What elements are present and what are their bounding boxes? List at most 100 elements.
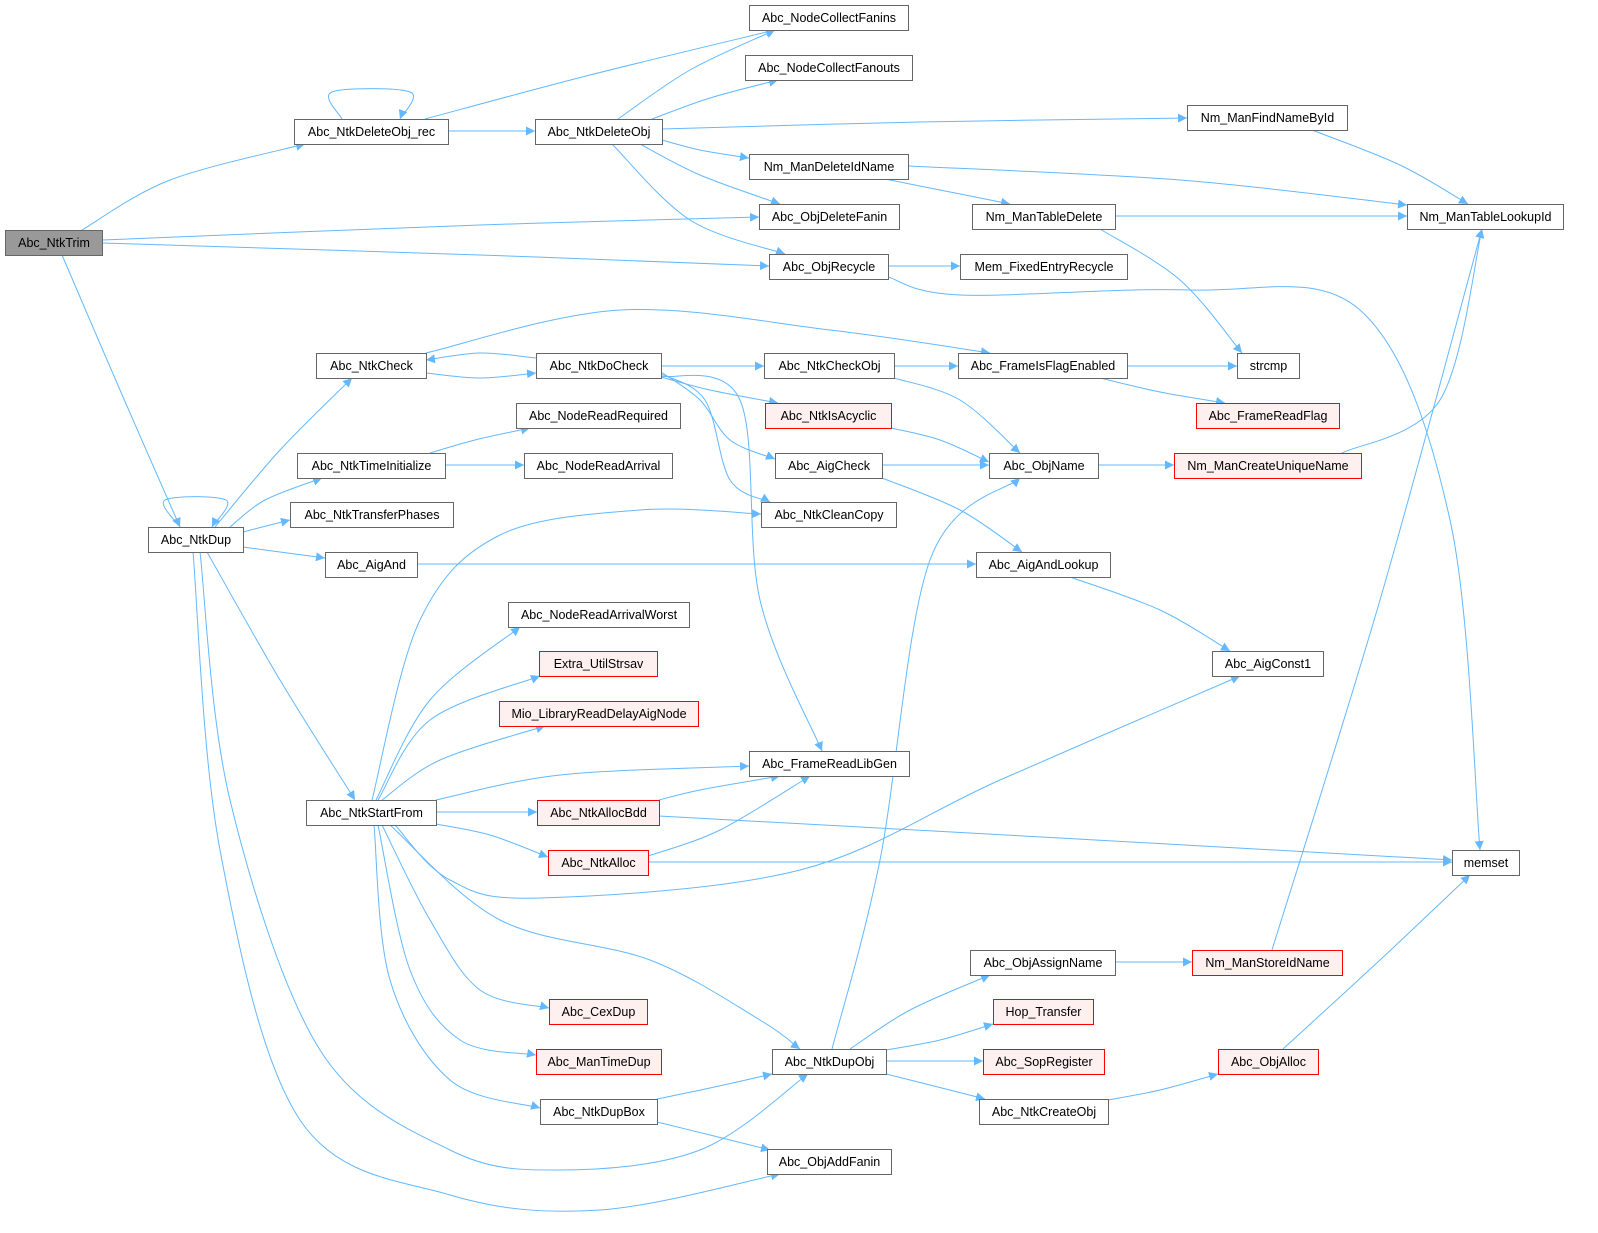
node-arrworst[interactable]: Abc_NodeReadArrivalWorst: [508, 602, 690, 628]
node-box-cfanouts[interactable]: [745, 55, 913, 81]
node-cfanins[interactable]: Abc_NodeCollectFanins: [749, 5, 909, 31]
node-box-cfanins[interactable]: [749, 5, 909, 31]
node-trim[interactable]: Abc_NtkTrim: [5, 230, 103, 256]
node-box-readflag[interactable]: [1196, 403, 1340, 429]
node-addfanin[interactable]: Abc_ObjAddFanin: [767, 1149, 892, 1175]
node-box-dupobj[interactable]: [772, 1049, 887, 1075]
node-box-objdelfanin[interactable]: [759, 204, 900, 230]
node-delrec[interactable]: Abc_NtkDeleteObj_rec: [294, 119, 449, 145]
node-nmuniq[interactable]: Nm_ManCreateUniqueName: [1174, 453, 1362, 479]
node-timeinit[interactable]: Abc_NtkTimeInitialize: [297, 453, 446, 479]
node-box-docheck[interactable]: [536, 353, 662, 379]
node-cfanouts[interactable]: Abc_NodeCollectFanouts: [745, 55, 913, 81]
node-strsav[interactable]: Extra_UtilStrsav: [539, 651, 658, 677]
node-transph[interactable]: Abc_NtkTransferPhases: [290, 502, 454, 528]
node-box-timeinit[interactable]: [297, 453, 446, 479]
node-box-hop[interactable]: [993, 999, 1094, 1025]
node-libgen[interactable]: Abc_FrameReadLibGen: [749, 751, 910, 777]
node-box-checkobj[interactable]: [764, 353, 895, 379]
node-box-delobj[interactable]: [535, 119, 663, 145]
node-box-objalloc[interactable]: [1218, 1049, 1319, 1075]
node-box-flagen[interactable]: [958, 353, 1128, 379]
node-box-nmuniq[interactable]: [1174, 453, 1362, 479]
node-dupobj[interactable]: Abc_NtkDupObj: [772, 1049, 887, 1075]
node-strcmp[interactable]: strcmp: [1237, 353, 1300, 379]
node-readreq[interactable]: Abc_NodeReadRequired: [516, 403, 681, 429]
node-memfixed[interactable]: Mem_FixedEntryRecycle: [960, 254, 1128, 280]
node-box-createobj[interactable]: [979, 1099, 1109, 1125]
node-box-objname[interactable]: [989, 453, 1099, 479]
node-box-memfixed[interactable]: [960, 254, 1128, 280]
node-box-delrec[interactable]: [294, 119, 449, 145]
node-box-startfrom[interactable]: [306, 800, 437, 826]
node-objname[interactable]: Abc_ObjName: [989, 453, 1099, 479]
node-box-nmtbldel[interactable]: [972, 204, 1116, 230]
node-box-libgen[interactable]: [749, 751, 910, 777]
node-cexdup[interactable]: Abc_CexDup: [549, 999, 648, 1025]
node-allocbdd[interactable]: Abc_NtkAllocBdd: [537, 800, 660, 826]
node-mantime[interactable]: Abc_ManTimeDup: [536, 1049, 662, 1075]
node-startfrom[interactable]: Abc_NtkStartFrom: [306, 800, 437, 826]
node-mio[interactable]: Mio_LibraryReadDelayAigNode: [499, 701, 699, 727]
node-nmfind[interactable]: Nm_ManFindNameById: [1187, 105, 1348, 131]
node-aigconst[interactable]: Abc_AigConst1: [1212, 651, 1324, 677]
node-box-cleancopy[interactable]: [761, 502, 897, 528]
node-box-nmlookup[interactable]: [1407, 204, 1564, 230]
node-box-aigconst[interactable]: [1212, 651, 1324, 677]
node-storeid[interactable]: Nm_ManStoreIdName: [1192, 950, 1343, 976]
node-box-aiglookup[interactable]: [976, 552, 1111, 578]
node-ntkcheck[interactable]: Abc_NtkCheck: [316, 353, 427, 379]
node-box-readarr[interactable]: [524, 453, 673, 479]
node-isacyc[interactable]: Abc_NtkIsAcyclic: [765, 403, 892, 429]
node-docheck[interactable]: Abc_NtkDoCheck: [536, 353, 662, 379]
node-box-ntkdup[interactable]: [148, 527, 244, 553]
node-cleancopy[interactable]: Abc_NtkCleanCopy: [761, 502, 897, 528]
node-box-trim[interactable]: [5, 230, 103, 256]
node-box-transph[interactable]: [290, 502, 454, 528]
node-nmlookup[interactable]: Nm_ManTableLookupId: [1407, 204, 1564, 230]
node-createobj[interactable]: Abc_NtkCreateObj: [979, 1099, 1109, 1125]
node-box-nmfind[interactable]: [1187, 105, 1348, 131]
node-box-dupbox[interactable]: [540, 1099, 658, 1125]
node-box-sopreg[interactable]: [983, 1049, 1105, 1075]
node-sopreg[interactable]: Abc_SopRegister: [983, 1049, 1105, 1075]
node-box-assignname[interactable]: [970, 950, 1116, 976]
node-readflag[interactable]: Abc_FrameReadFlag: [1196, 403, 1340, 429]
node-objalloc[interactable]: Abc_ObjAlloc: [1218, 1049, 1319, 1075]
node-box-aigand[interactable]: [325, 552, 418, 578]
node-objdelfanin[interactable]: Abc_ObjDeleteFanin: [759, 204, 900, 230]
node-box-aigcheck[interactable]: [775, 453, 883, 479]
node-dupbox[interactable]: Abc_NtkDupBox: [540, 1099, 658, 1125]
node-box-mio[interactable]: [499, 701, 699, 727]
node-readarr[interactable]: Abc_NodeReadArrival: [524, 453, 673, 479]
node-aigcheck[interactable]: Abc_AigCheck: [775, 453, 883, 479]
node-box-allocbdd[interactable]: [537, 800, 660, 826]
node-recycle[interactable]: Abc_ObjRecycle: [769, 254, 889, 280]
node-box-cexdup[interactable]: [549, 999, 648, 1025]
node-box-mantime[interactable]: [536, 1049, 662, 1075]
node-delobj[interactable]: Abc_NtkDeleteObj: [535, 119, 663, 145]
node-ntkdup[interactable]: Abc_NtkDup: [148, 527, 244, 553]
node-box-strcmp[interactable]: [1237, 353, 1300, 379]
node-assignname[interactable]: Abc_ObjAssignName: [970, 950, 1116, 976]
node-box-nmdelid[interactable]: [749, 154, 909, 180]
node-box-addfanin[interactable]: [767, 1149, 892, 1175]
node-hop[interactable]: Hop_Transfer: [993, 999, 1094, 1025]
node-aiglookup[interactable]: Abc_AigAndLookup: [976, 552, 1111, 578]
node-box-ntkcheck[interactable]: [316, 353, 427, 379]
node-memset[interactable]: memset: [1452, 850, 1520, 876]
node-box-recycle[interactable]: [769, 254, 889, 280]
node-nmtbldel[interactable]: Nm_ManTableDelete: [972, 204, 1116, 230]
node-box-isacyc[interactable]: [765, 403, 892, 429]
node-box-memset[interactable]: [1452, 850, 1520, 876]
node-nmdelid[interactable]: Nm_ManDeleteIdName: [749, 154, 909, 180]
node-checkobj[interactable]: Abc_NtkCheckObj: [764, 353, 895, 379]
node-box-readreq[interactable]: [516, 403, 681, 429]
node-box-strsav[interactable]: [539, 651, 658, 677]
node-aigand[interactable]: Abc_AigAnd: [325, 552, 418, 578]
node-box-storeid[interactable]: [1192, 950, 1343, 976]
node-box-ntkalloc[interactable]: [548, 850, 649, 876]
node-ntkalloc[interactable]: Abc_NtkAlloc: [548, 850, 649, 876]
node-flagen[interactable]: Abc_FrameIsFlagEnabled: [958, 353, 1128, 379]
node-box-arrworst[interactable]: [508, 602, 690, 628]
